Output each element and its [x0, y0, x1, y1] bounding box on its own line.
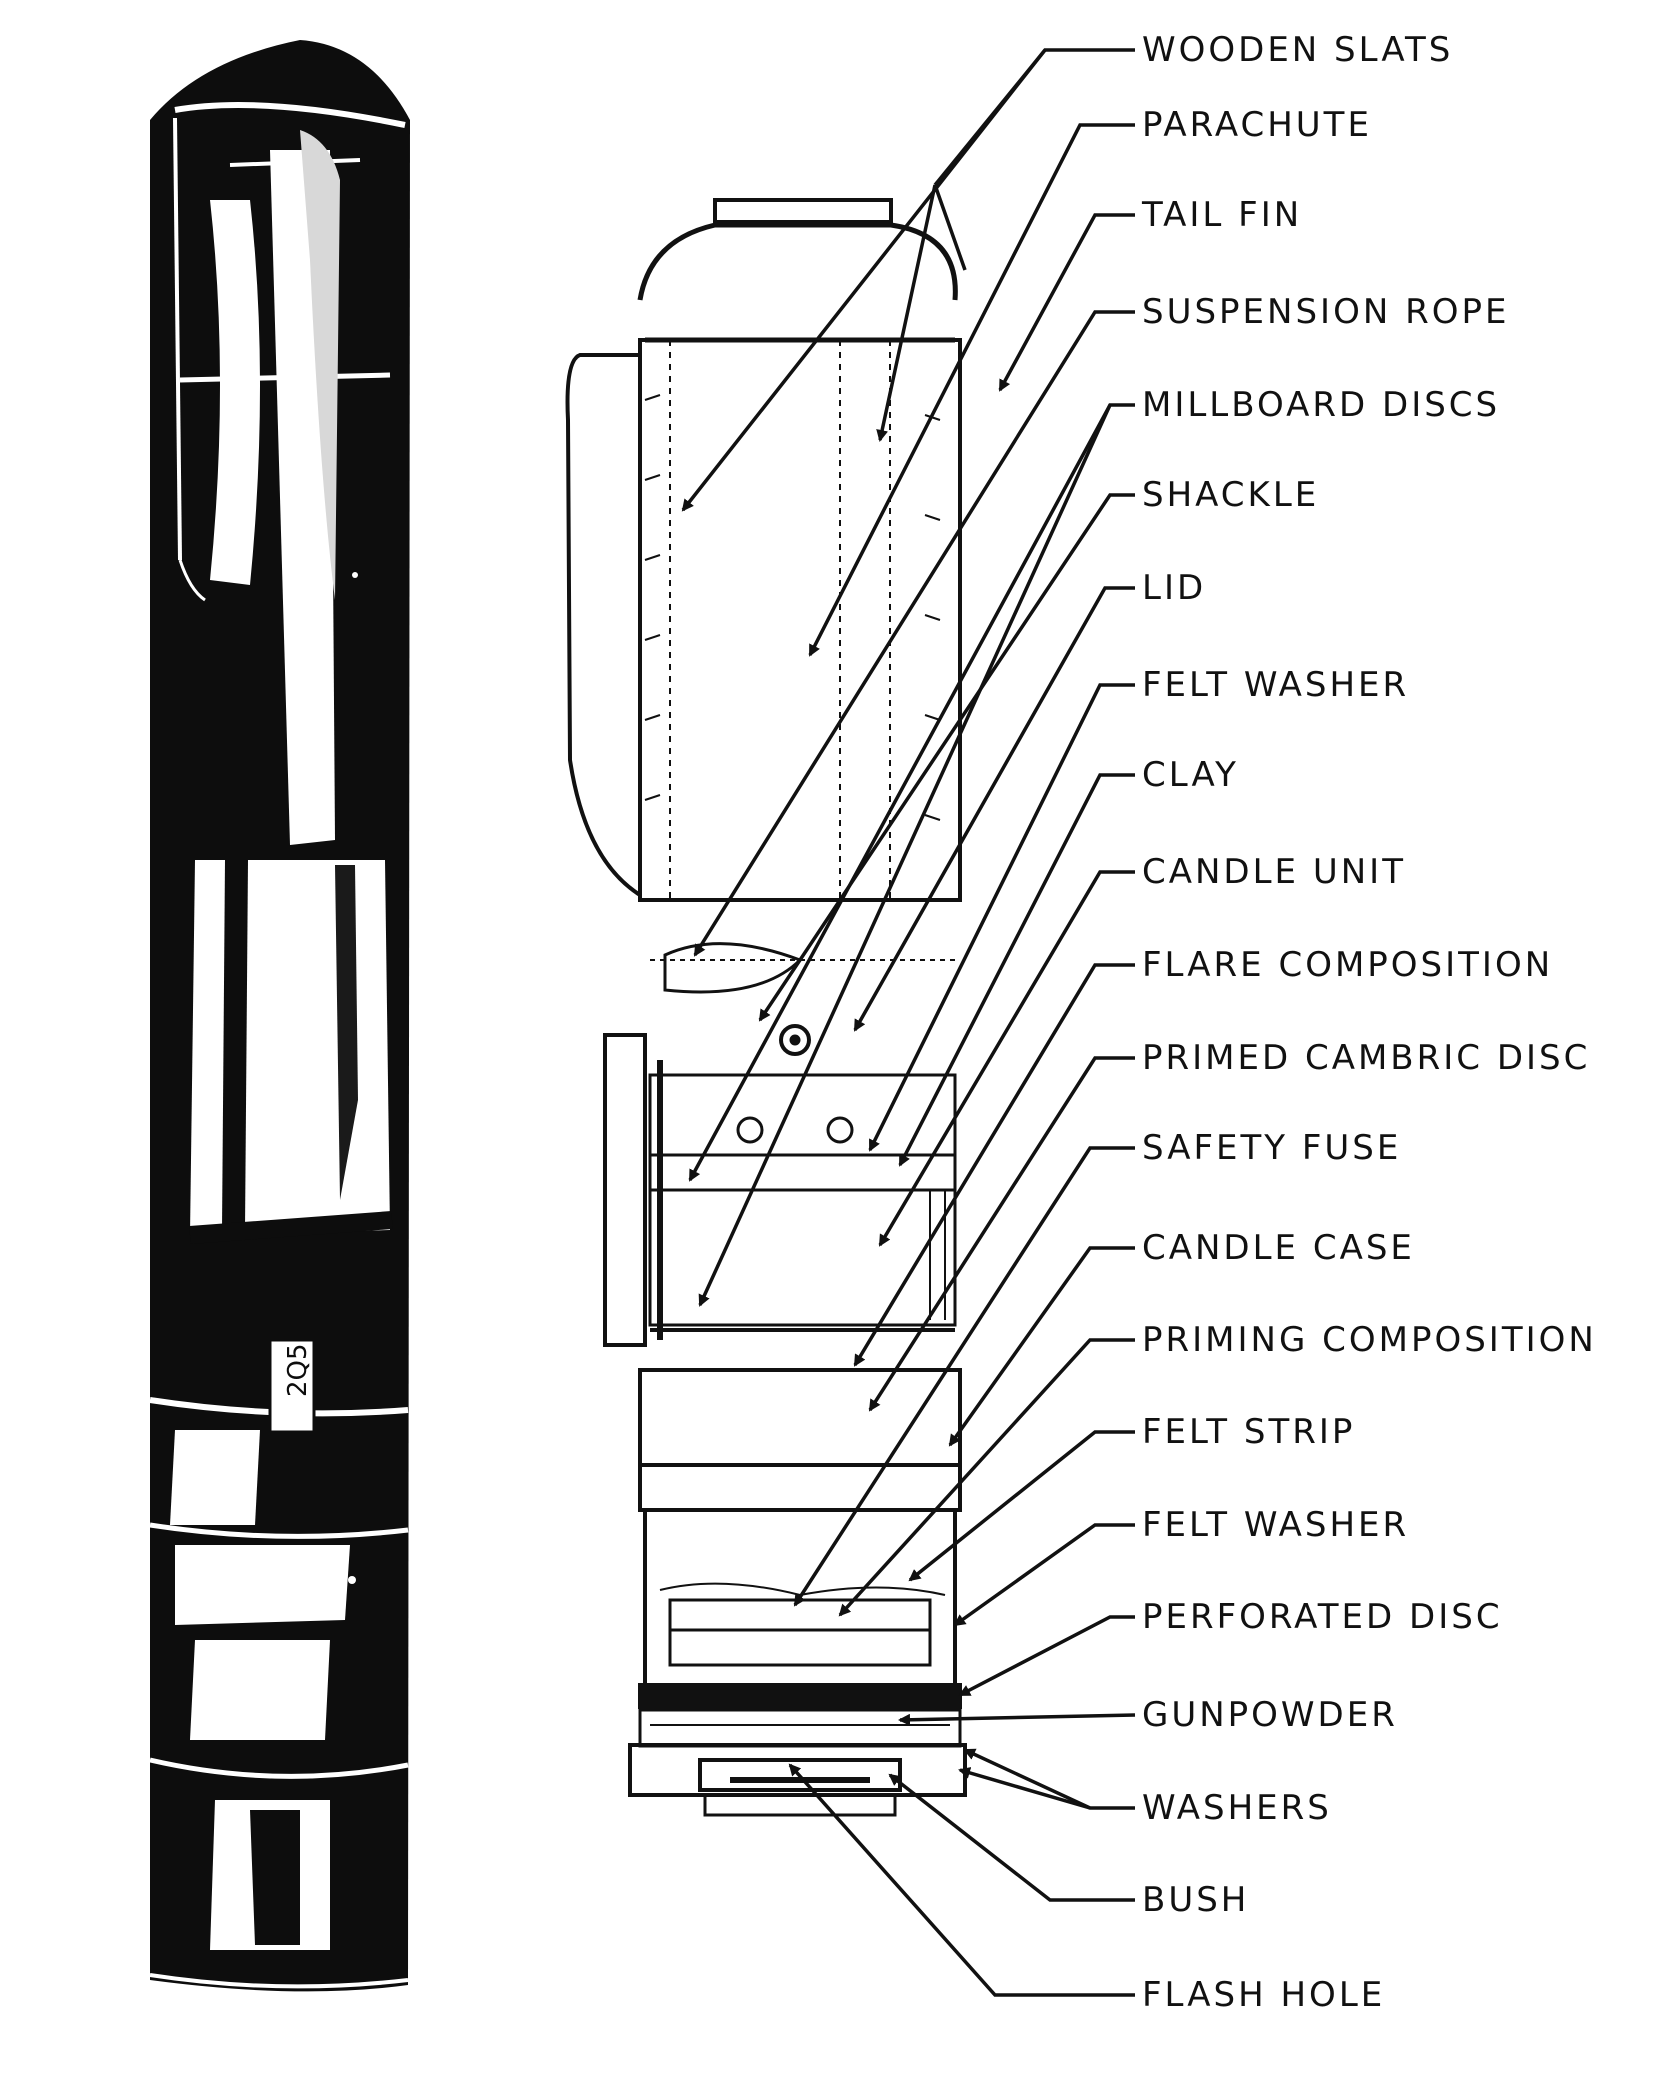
label-clay: CLAY: [1142, 755, 1239, 795]
leader-lines: [681, 48, 1136, 1997]
label-felt-washer: FELT WASHER: [1142, 665, 1410, 705]
label-perforated-disc: PERFORATED DISC: [1142, 1597, 1503, 1637]
label-candle-unit: CANDLE UNIT: [1142, 852, 1406, 892]
label-millboard-discs: MILLBOARD DISCS: [1142, 385, 1501, 425]
label-candle-case: CANDLE CASE: [1142, 1228, 1415, 1268]
label-priming-composition: PRIMING COMPOSITION: [1142, 1320, 1597, 1360]
label-lid: LID: [1142, 568, 1207, 608]
label-wooden-slats: WOODEN SLATS: [1142, 30, 1454, 70]
svg-text:2Q5: 2Q5: [283, 1343, 313, 1397]
label-safety-fuse: SAFETY FUSE: [1142, 1128, 1402, 1168]
flare-exterior-photo: 2Q5: [149, 40, 410, 1992]
flare-section-drawing: [565, 198, 967, 1817]
label-flash-hole: FLASH HOLE: [1142, 1975, 1386, 2015]
label-felt-strip: FELT STRIP: [1142, 1412, 1356, 1452]
label-suspension-rope: SUSPENSION ROPE: [1142, 292, 1510, 332]
label-gunpowder: GUNPOWDER: [1142, 1695, 1398, 1735]
label-felt-washer-2: FELT WASHER: [1142, 1505, 1410, 1545]
label-tail-fin: TAIL FIN: [1142, 195, 1303, 235]
label-shackle: SHACKLE: [1142, 475, 1320, 515]
label-washers: WASHERS: [1142, 1788, 1332, 1828]
label-parachute: PARACHUTE: [1142, 105, 1372, 145]
label-primed-cambric-disc: PRIMED CAMBRIC DISC: [1142, 1038, 1591, 1078]
label-bush: BUSH: [1142, 1880, 1250, 1920]
label-flare-composition: FLARE COMPOSITION: [1142, 945, 1554, 985]
